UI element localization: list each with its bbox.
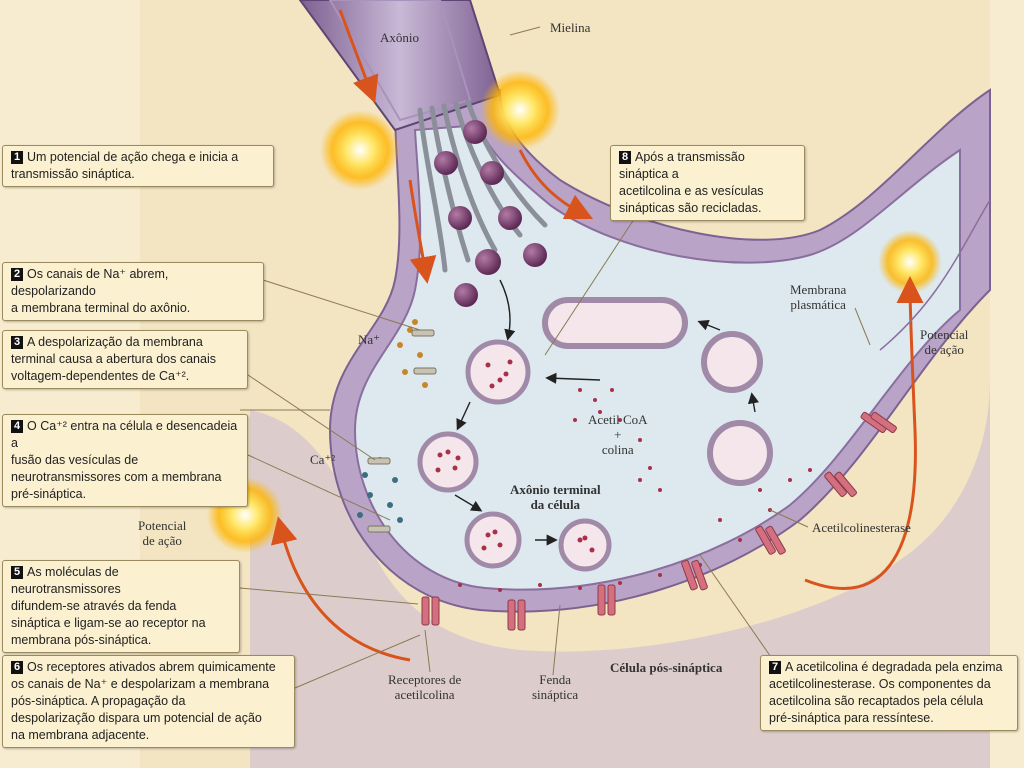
step-text: os canais de Na⁺ e despolarizam a membra… bbox=[11, 677, 270, 691]
sodium-label: Na⁺ bbox=[358, 332, 381, 347]
step-text: pré-sináptica para ressíntese. bbox=[769, 711, 934, 725]
action-potential-flash bbox=[878, 230, 942, 294]
step-text: Após a transmissão sináptica a bbox=[619, 150, 745, 181]
step-number: 2 bbox=[11, 268, 23, 281]
step-text: a membrana terminal do axônio. bbox=[11, 301, 191, 315]
plasma-membrane-label-line1: Membrana bbox=[790, 282, 847, 297]
action-potential-left-label: Potencial de ação bbox=[138, 518, 186, 548]
step-number: 1 bbox=[11, 151, 23, 164]
step-text: As moléculas de neurotransmissores bbox=[11, 565, 121, 596]
step-text: transmissão sináptica. bbox=[11, 167, 135, 181]
step-box-1: 1 Um potencial de ação chega e inicia a t… bbox=[2, 145, 274, 187]
synaptic-vesicles bbox=[434, 120, 547, 307]
step-text: Os receptores ativados abrem quimicament… bbox=[27, 660, 276, 674]
step-text: A acetilcolina é degradada pela enzima bbox=[785, 660, 1003, 674]
neurotransmitter-dots bbox=[435, 359, 812, 592]
action-potential-flash bbox=[480, 70, 560, 150]
action-potential-left-line2: de ação bbox=[142, 533, 182, 548]
action-potential-right-line2: de ação bbox=[924, 342, 964, 357]
step-text: Um potencial de ação chega e inicia a bbox=[27, 150, 239, 164]
step-box-3: 3 A despolarização da membrana terminal c… bbox=[2, 330, 248, 389]
step-text: pré-sináptica. bbox=[11, 487, 87, 501]
step-number: 7 bbox=[769, 661, 781, 674]
axon-terminal-label: Axônio terminal da célula bbox=[510, 482, 601, 512]
step-text: difundem-se através da fenda bbox=[11, 599, 177, 613]
step-text: acetilcolinesterase. Os componentes da bbox=[769, 677, 991, 691]
choline-line: colina bbox=[601, 442, 634, 457]
leader-lines bbox=[239, 26, 871, 689]
step-number: 3 bbox=[11, 336, 23, 349]
step-number: 4 bbox=[11, 420, 23, 433]
step-text: terminal causa a abertura dos canais bbox=[11, 352, 216, 366]
plasma-membrane-label-line2: plasmática bbox=[790, 297, 846, 312]
acetyl-coa-plus: + bbox=[614, 427, 622, 442]
step-text: sináptica e ligam-se ao receptor na bbox=[11, 616, 206, 630]
recycling-vesicles bbox=[417, 297, 773, 572]
step-text: membrana pós-sináptica. bbox=[11, 633, 152, 647]
step-text: pós-sináptica. A propagação da bbox=[11, 694, 186, 708]
step-text: acetilcolina e as vesículas bbox=[619, 184, 764, 198]
acetyl-coa-label: Acetil CoA + colina bbox=[588, 412, 648, 457]
receptors-label: Receptores de acetilcolina bbox=[388, 672, 461, 702]
postsynaptic-cell-label: Célula pós-sináptica bbox=[610, 660, 723, 675]
action-potential-flash bbox=[320, 110, 400, 190]
ion-channels bbox=[367, 329, 437, 533]
acetylcholinesterase-label: Acetilcolinesterase bbox=[812, 520, 911, 535]
synaptic-cleft-line1: Fenda bbox=[539, 672, 571, 687]
receptors-line2: acetilcolina bbox=[394, 687, 455, 702]
step-text: sinápticas são recicladas. bbox=[619, 201, 762, 215]
step-text: acetilcolina são recaptados pela célula bbox=[769, 694, 984, 708]
step-text: neurotransmissores com a membrana bbox=[11, 470, 222, 484]
step-number: 8 bbox=[619, 151, 631, 164]
acetyl-coa-line: Acetil CoA bbox=[588, 412, 648, 427]
step-text: A despolarização da membrana bbox=[27, 335, 203, 349]
step-text: fusão das vesículas de bbox=[11, 453, 139, 467]
acetylcholine-receptors bbox=[421, 411, 897, 631]
myelin-label: Mielina bbox=[550, 20, 591, 35]
action-potential-right-label: Potencial de ação bbox=[920, 327, 968, 357]
step-box-6: 6 Os receptores ativados abrem quimicamen… bbox=[2, 655, 295, 748]
axon-label: Axônio bbox=[380, 30, 419, 45]
step-text: voltagem-dependentes de Ca⁺². bbox=[11, 369, 190, 383]
step-text: na membrana adjacente. bbox=[11, 728, 150, 742]
receptors-line1: Receptores de bbox=[388, 672, 462, 687]
plasma-membrane-label: Membrana plasmática bbox=[790, 282, 846, 312]
calcium-ions bbox=[357, 457, 403, 523]
step-text: despolarização dispara um potencial de a… bbox=[11, 711, 262, 725]
step-text: Os canais de Na⁺ abrem, despolarizando bbox=[11, 267, 169, 298]
step-number: 6 bbox=[11, 661, 23, 674]
plasma-membrane-edge bbox=[879, 199, 991, 351]
step-text: O Ca⁺² entra na célula e desencadeia a bbox=[11, 419, 238, 450]
axon-terminal-line1: Axônio terminal bbox=[510, 482, 601, 497]
synaptic-cleft-label: Fenda sináptica bbox=[532, 672, 578, 702]
presynaptic-cytoplasm bbox=[353, 123, 961, 591]
process-arrows bbox=[454, 279, 759, 546]
sodium-ions bbox=[397, 319, 428, 388]
action-potential-left-line1: Potencial bbox=[138, 518, 187, 533]
calcium-label: Ca⁺² bbox=[310, 452, 336, 467]
action-potential-right-line1: Potencial bbox=[920, 327, 969, 342]
axon-terminal-line2: da célula bbox=[530, 497, 581, 512]
step-number: 5 bbox=[11, 566, 23, 579]
synaptic-cleft-line2: sináptica bbox=[532, 687, 579, 702]
